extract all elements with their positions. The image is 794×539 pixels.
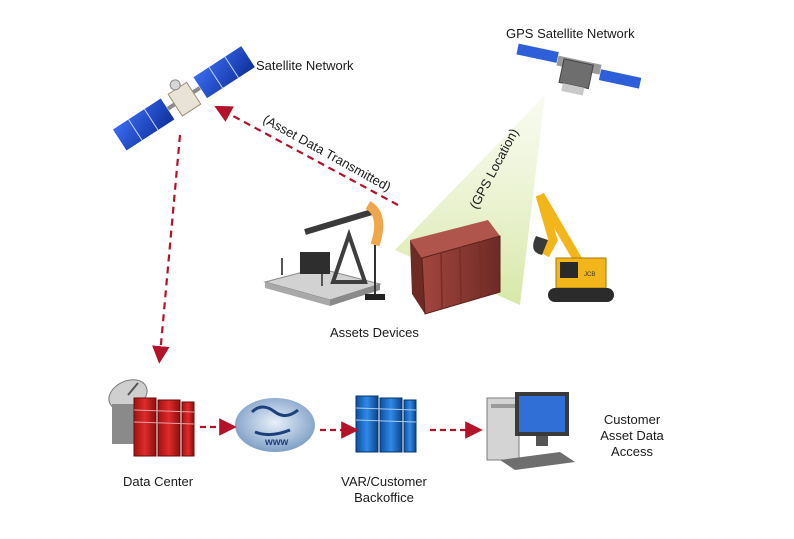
communication-satellite-icon [111,44,257,152]
oil-pumpjack-icon [263,201,385,306]
access-line: Access [611,444,653,459]
svg-text:JCB: JCB [584,272,595,278]
gps-satellite-network-label: GPS Satellite Network [506,26,635,41]
customer-line: Customer [603,412,661,427]
svg-text:www: www [264,437,289,448]
var-customer-line: VAR/Customer [341,474,427,489]
assets-devices-label: Assets Devices [330,325,419,340]
customer-asset-data-access-label: Customer Asset Data Access [586,412,678,460]
asset-data-line: Asset Data [600,428,664,443]
asset-data-transmitted-label: (Asset Data Transmitted) [261,112,394,195]
gps-satellite-icon [515,42,643,96]
backoffice-line: Backoffice [354,490,414,505]
data-center-label: Data Center [123,474,194,489]
data-center-server-icon [133,397,195,457]
excavator-icon: JCB [533,192,614,302]
desktop-computer-icon [486,392,575,470]
shipping-container-icon [410,220,501,315]
arrow-satellite-to-datacenter [152,134,182,364]
backoffice-server-icon [355,395,417,453]
arrow-assets-to-satellite [214,105,399,206]
satellite-network-label: Satellite Network [256,58,354,73]
internet-globe-icon: www [235,398,315,452]
var-customer-backoffice-label: VAR/Customer Backoffice [338,474,430,506]
